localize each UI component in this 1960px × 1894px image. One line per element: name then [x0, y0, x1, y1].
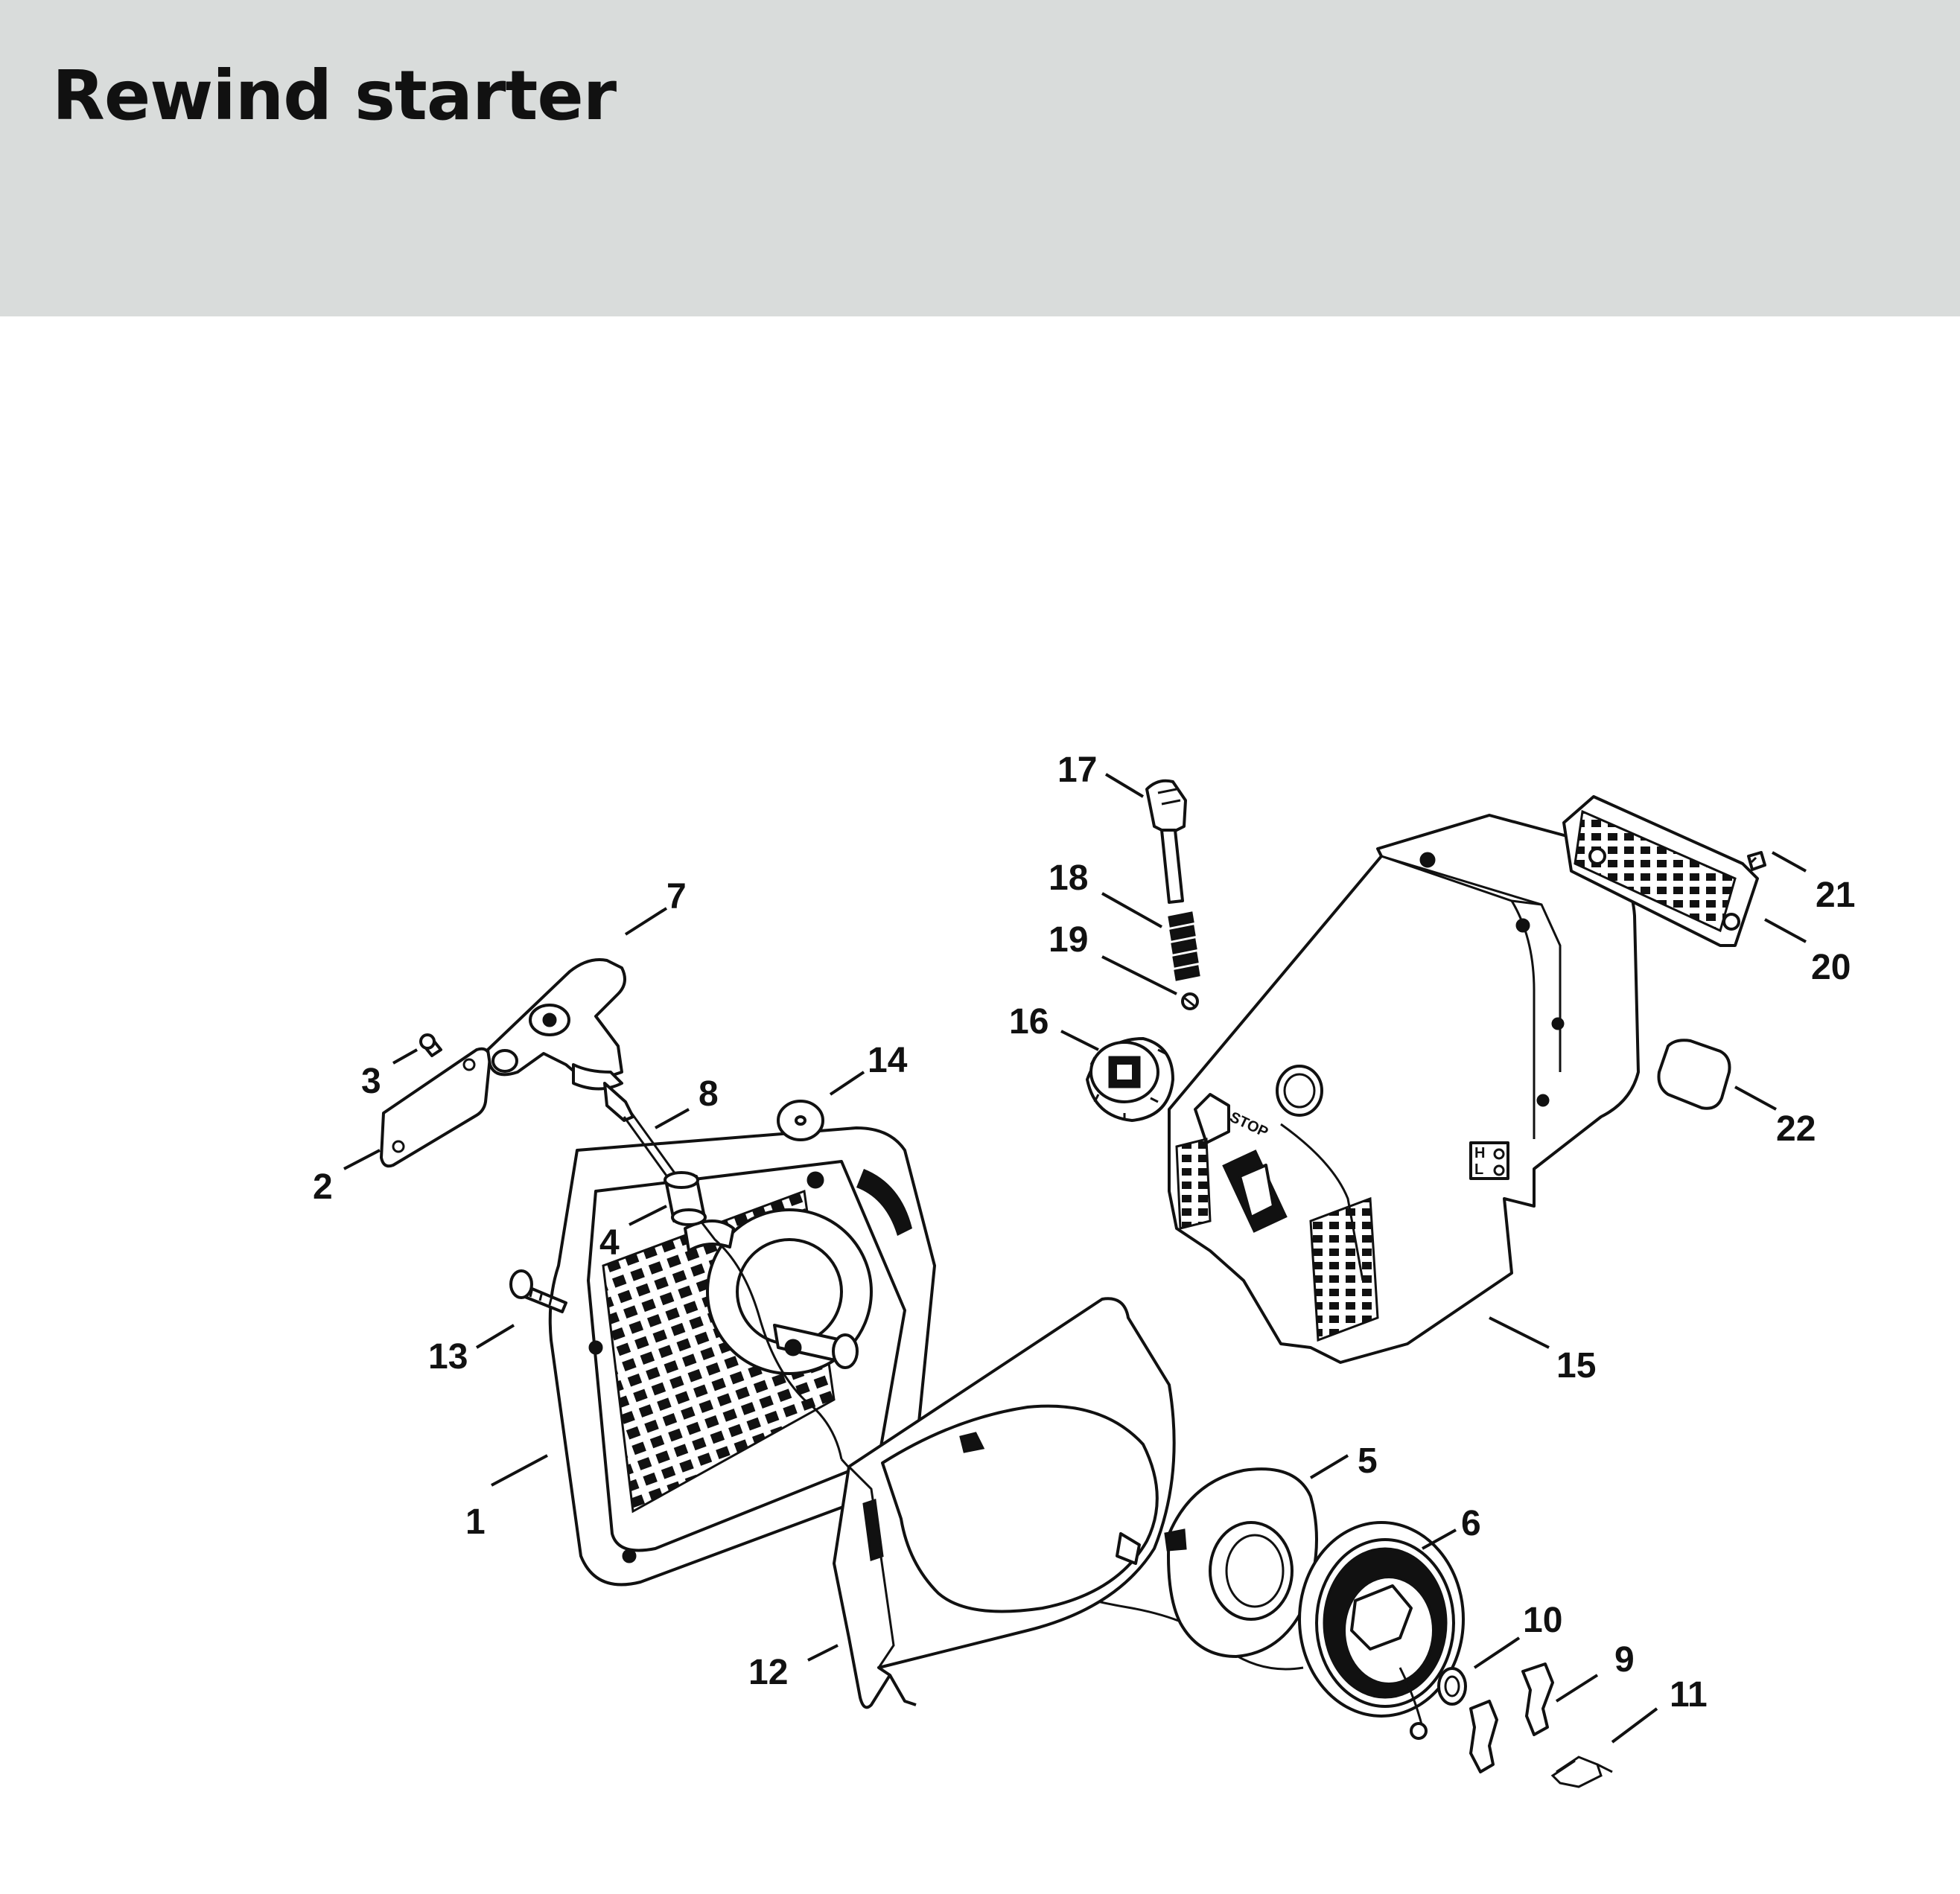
part-18-spring [1169, 913, 1199, 980]
callout-3: 3 [361, 1062, 381, 1101]
callout-19: 19 [1049, 920, 1088, 960]
part-11-spring-clip [1553, 1757, 1612, 1787]
callout-2: 2 [313, 1167, 333, 1207]
callout-7: 7 [666, 877, 687, 916]
page-title: Rewind starter [52, 56, 617, 135]
leader-lines [344, 774, 1806, 1742]
callout-16: 16 [1009, 1002, 1049, 1042]
part-4-rope-guide-bush [665, 1173, 705, 1225]
h-marking: H [1474, 1145, 1485, 1161]
part-22-cap [1659, 1040, 1730, 1108]
part-19-clip [1183, 994, 1197, 1009]
part-17-pin [1147, 781, 1186, 902]
l-marking: L [1474, 1161, 1483, 1178]
callout-11: 11 [1670, 1675, 1708, 1715]
part-21-screw [1749, 852, 1765, 870]
part-10-washer [1439, 1668, 1466, 1704]
callout-10: 10 [1523, 1601, 1562, 1640]
header-band [0, 0, 1960, 316]
part-2-plate [381, 1049, 490, 1167]
callout-21: 21 [1816, 876, 1855, 915]
callout-6: 6 [1461, 1504, 1481, 1543]
callout-22: 22 [1776, 1109, 1816, 1149]
callout-18: 18 [1049, 858, 1088, 898]
callout-8: 8 [699, 1074, 719, 1114]
callout-12: 12 [748, 1653, 788, 1692]
part-3-screw [421, 1035, 441, 1056]
callout-17: 17 [1057, 750, 1097, 790]
part-12-guide-plate [834, 1298, 1174, 1707]
part-1-fan-housing [550, 1128, 935, 1584]
part-5-spring-housing [1165, 1469, 1317, 1657]
part-6-rope-rotor [1299, 1522, 1463, 1738]
callout-5: 5 [1358, 1441, 1378, 1481]
callout-14: 14 [868, 1041, 908, 1080]
part-15-shroud: STOP H L [1169, 815, 1638, 1362]
part-13-screw [511, 1271, 566, 1312]
part-14-washer [778, 1101, 823, 1140]
callout-numbers: 1 2 3 4 5 6 7 8 9 10 11 12 13 14 15 16 1… [313, 750, 1855, 1715]
callout-13: 13 [428, 1337, 468, 1377]
part-20-filter-cover [1564, 797, 1757, 946]
callout-20: 20 [1811, 948, 1851, 987]
part-7-starter-grip [488, 960, 625, 1089]
callout-1: 1 [465, 1502, 486, 1542]
part-9-pawl [1471, 1664, 1553, 1772]
callout-4: 4 [599, 1223, 620, 1263]
part-16-knob [1087, 1039, 1173, 1120]
callout-9: 9 [1614, 1640, 1635, 1680]
callout-15: 15 [1556, 1346, 1596, 1386]
